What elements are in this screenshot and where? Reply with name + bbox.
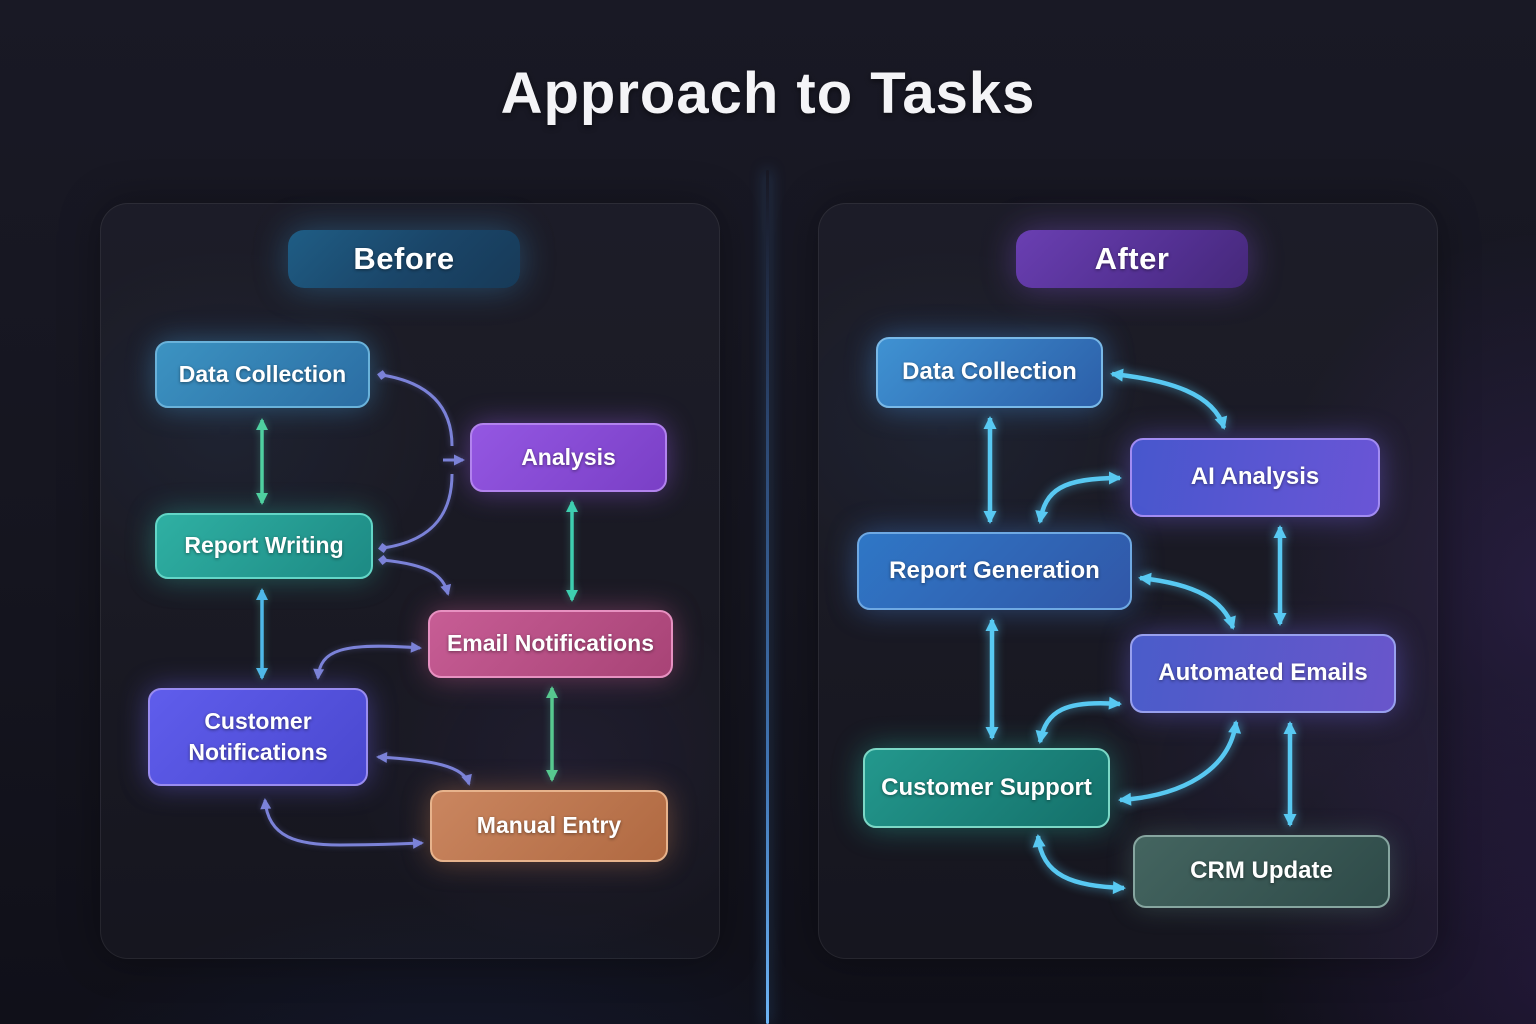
node-label: Customer Support xyxy=(881,773,1092,801)
node-label: CRM Update xyxy=(1190,857,1333,885)
node-label: Manual Entry xyxy=(476,812,622,839)
page-title: Approach to Tasks xyxy=(500,61,1036,126)
before-header: Before xyxy=(288,230,520,288)
node-after-customer-support: Customer Support xyxy=(863,748,1110,828)
node-after-report-generation: Report Generation xyxy=(857,532,1132,610)
node-before-analysis: Analysis xyxy=(470,423,667,492)
node-label: Automated Emails xyxy=(1158,659,1368,687)
node-label: Email Notifications xyxy=(446,630,655,657)
node-after-crm-update: CRM Update xyxy=(1133,835,1390,908)
node-after-ai-analysis: AI Analysis xyxy=(1130,438,1380,517)
node-label: Data Collection xyxy=(902,358,1077,386)
node-before-report-writing: Report Writing xyxy=(155,513,373,579)
node-label: Customer Notifications xyxy=(188,707,328,765)
node-label: Report Generation xyxy=(889,556,1100,584)
center-divider-glow xyxy=(766,170,769,1024)
after-header: After xyxy=(1016,230,1248,288)
node-before-customer-notifications: Customer Notifications xyxy=(148,688,368,786)
node-label: Report Writing xyxy=(184,532,344,559)
node-before-data-collection: Data Collection xyxy=(155,341,370,408)
node-label: Analysis xyxy=(521,443,616,470)
node-before-manual-entry: Manual Entry xyxy=(430,790,668,862)
node-label: AI Analysis xyxy=(1190,463,1320,491)
node-label: Data Collection xyxy=(178,360,347,387)
node-before-email-notifications: Email Notifications xyxy=(428,610,673,678)
node-after-data-collection: Data Collection xyxy=(876,337,1103,408)
node-after-automated-emails: Automated Emails xyxy=(1130,634,1396,713)
